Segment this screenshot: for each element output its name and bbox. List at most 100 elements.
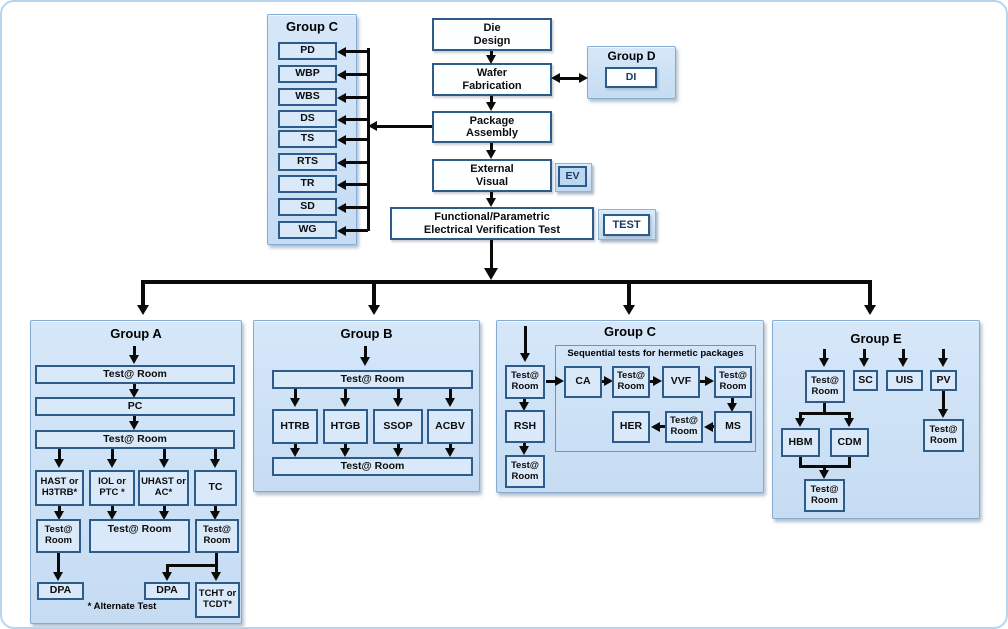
- group-a-title: Group A: [110, 326, 162, 341]
- group-c-item-pd: PD: [278, 42, 337, 60]
- group-c-item-wbp: WBP: [278, 65, 337, 83]
- arrow-head: [290, 448, 300, 457]
- connector: [490, 96, 493, 104]
- connector: [166, 564, 169, 573]
- arrow-head: [337, 70, 346, 80]
- connector: [346, 118, 368, 121]
- connector: [868, 280, 872, 306]
- connector: [658, 425, 665, 428]
- arrow-head: [107, 511, 117, 520]
- connector: [377, 125, 432, 128]
- htgb-box: HTGB: [323, 409, 368, 444]
- arrow-head: [938, 409, 948, 418]
- arrow-head: [290, 398, 300, 407]
- cdm-box: CDM: [830, 428, 869, 457]
- arrow-head: [604, 376, 613, 386]
- connector: [731, 398, 734, 404]
- test-room-box: Test@ Room: [714, 366, 752, 398]
- connector: [346, 50, 368, 53]
- arrow-head: [938, 358, 948, 367]
- arrow-head: [704, 422, 713, 432]
- group-c-item-tr: TR: [278, 175, 337, 193]
- connector: [700, 380, 706, 383]
- arrow-head: [859, 358, 869, 367]
- connector: [490, 192, 493, 200]
- arrow-head: [162, 572, 172, 581]
- external-visual-box: External Visual: [432, 159, 552, 192]
- connector: [902, 349, 905, 359]
- connector: [523, 399, 526, 404]
- connector: [650, 380, 654, 383]
- di-box: DI: [605, 67, 657, 88]
- arrow-head: [653, 376, 662, 386]
- connector: [166, 564, 218, 567]
- arrow-head: [340, 398, 350, 407]
- connector: [823, 349, 826, 359]
- arrow-head: [368, 305, 380, 315]
- connector: [602, 380, 605, 383]
- connector: [799, 457, 802, 468]
- distribution-line: [141, 280, 872, 284]
- connector: [294, 389, 297, 399]
- group-b-title: Group B: [340, 326, 393, 341]
- test-room-box: Test@ Room: [35, 365, 235, 384]
- test-room-box: Test@ Room: [35, 430, 235, 449]
- arrow-head: [795, 418, 805, 427]
- test-room-box: Test@ Room: [505, 365, 545, 399]
- connector: [823, 465, 826, 471]
- connector: [346, 73, 368, 76]
- arrow-head: [368, 121, 377, 131]
- arrow-head: [53, 572, 63, 581]
- connector: [449, 389, 452, 399]
- group-c-item-wg: WG: [278, 221, 337, 239]
- connector: [523, 443, 526, 448]
- connector: [372, 280, 376, 306]
- pc-box: PC: [35, 397, 235, 416]
- test-tag: TEST: [603, 214, 650, 236]
- arrow-head: [337, 158, 346, 168]
- connector: [133, 416, 136, 423]
- connector: [141, 280, 145, 306]
- ms-box: MS: [714, 411, 752, 443]
- group-c-bottom-title: Group C: [604, 324, 656, 339]
- connector: [942, 349, 945, 359]
- connector: [848, 412, 851, 419]
- connector: [215, 564, 218, 573]
- test-room-box: Test@ Room: [36, 519, 81, 553]
- group-c-item-sd: SD: [278, 198, 337, 216]
- test-room-box: Test@ Room: [505, 455, 545, 488]
- arrow-head: [555, 376, 564, 386]
- group-c-item-ts: TS: [278, 130, 337, 148]
- arrow-head: [519, 402, 529, 411]
- ssop-box: SSOP: [373, 409, 423, 444]
- connector: [942, 391, 945, 410]
- arrow-head: [337, 226, 346, 236]
- alternate-test-footnote: * Alternate Test: [87, 601, 157, 612]
- arrow-head: [819, 470, 829, 479]
- tcht-box: TCHT or TCDT*: [195, 582, 240, 618]
- arrow-head: [486, 55, 496, 64]
- arrow-head: [337, 115, 346, 125]
- package-assembly-box: Package Assembly: [432, 111, 552, 143]
- arrow-head: [107, 459, 117, 468]
- connector: [344, 389, 347, 399]
- test-room-box: Test@ Room: [805, 370, 845, 403]
- tc-box: TC: [194, 470, 237, 506]
- die-design-box: Die Design: [432, 18, 552, 51]
- connector: [799, 412, 802, 419]
- arrow-head: [579, 73, 588, 83]
- test-room-box: Test@ Room: [272, 457, 473, 476]
- connector: [133, 346, 136, 357]
- sc-box: SC: [853, 370, 878, 391]
- connector: [397, 389, 400, 399]
- connector: [546, 380, 556, 383]
- arrow-head: [129, 355, 139, 364]
- connector: [214, 449, 217, 460]
- connector: [133, 384, 136, 390]
- arrow-head: [520, 353, 530, 362]
- arrow-head: [360, 357, 370, 366]
- vvf-box: VVF: [662, 366, 700, 398]
- arrow-head: [486, 150, 496, 159]
- test-room-box: Test@ Room: [804, 479, 845, 512]
- connector: [58, 506, 61, 512]
